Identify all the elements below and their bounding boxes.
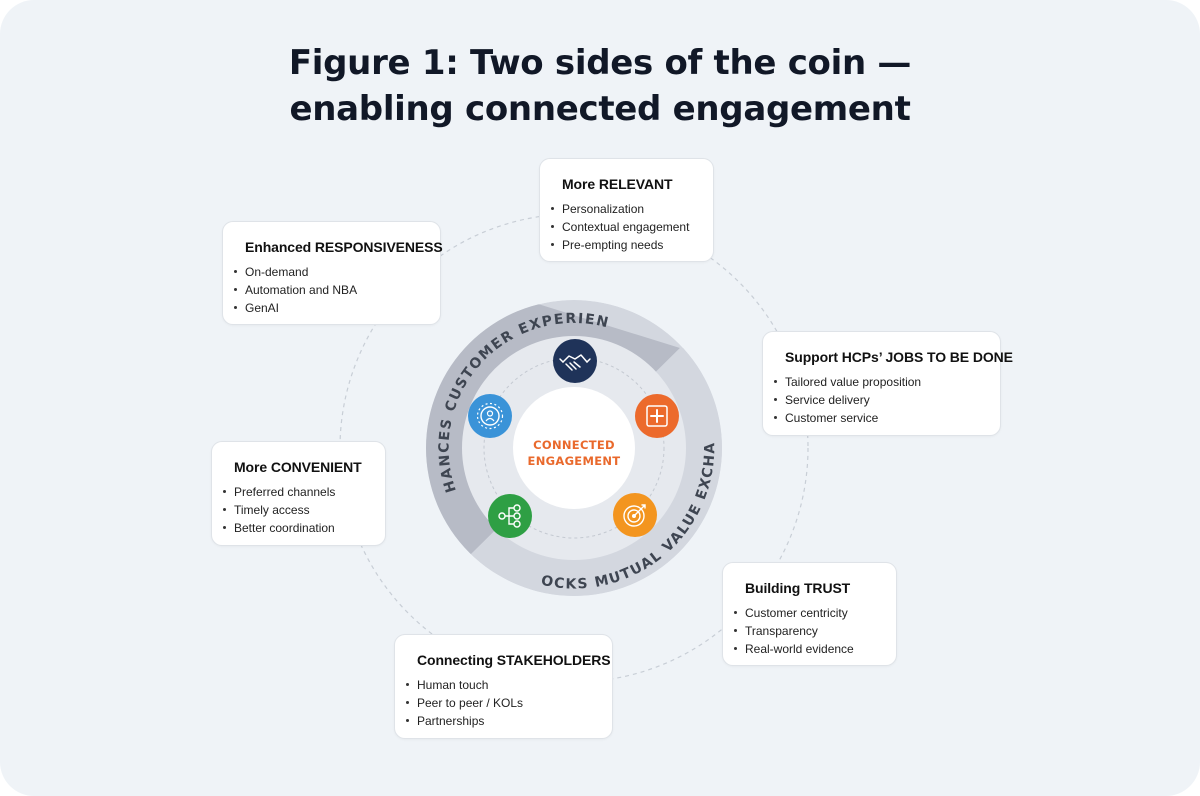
card-bullet: Partnerships <box>406 712 598 730</box>
card-bullet: Service delivery <box>774 391 986 409</box>
target-icon <box>613 493 657 537</box>
center-circle <box>513 387 635 509</box>
card-title: Building TRUST <box>745 580 851 596</box>
card-bullet: Better coordination <box>223 519 371 537</box>
card-title: Support HCPs’ JOBS TO BE DONE <box>785 349 1013 365</box>
figure-title: Figure 1: Two sides of the coin — enabli… <box>0 40 1200 132</box>
card-bullet: Pre-empting needs <box>551 236 699 254</box>
card-bullet: Customer centricity <box>734 604 882 622</box>
inner-orbit <box>483 357 665 539</box>
card-bullet: Tailored value proposition <box>774 373 986 391</box>
card-bullet: On-demand <box>234 263 426 281</box>
handshake-icon <box>553 339 597 383</box>
center-label-line-1: CONNECTED <box>533 438 615 452</box>
figure-title-line-2: enabling connected engagement <box>289 89 911 129</box>
card-bullet: Peer to peer / KOLs <box>406 694 598 712</box>
center-label-line-2: ENGAGEMENT <box>527 454 621 468</box>
card-title: More RELEVANT <box>562 176 673 192</box>
figure-title-line-1: Figure 1: Two sides of the coin — <box>288 43 912 83</box>
card-bullet: Automation and NBA <box>234 281 426 299</box>
card-bullet: Real-world evidence <box>734 640 882 658</box>
card-bullet: Contextual engagement <box>551 218 699 236</box>
card-bullet: Human touch <box>406 676 598 694</box>
card-title: Enhanced RESPONSIVENESS <box>245 239 443 255</box>
card-jobs-to-be-done: Support HCPs’ JOBS TO BE DONE Tailored v… <box>762 331 1013 436</box>
card-bullet: Personalization <box>551 200 699 218</box>
card-bullet: GenAI <box>234 299 426 317</box>
card-bullet: Timely access <box>223 501 371 519</box>
card-title: Connecting STAKEHOLDERS <box>417 652 611 668</box>
connected-engagement-label: CONNECTED ENGAGEMENT <box>514 437 634 469</box>
card-bullet: Customer service <box>774 409 986 427</box>
card-more-relevant: More RELEVANT Personalization Contextual… <box>539 158 714 262</box>
ai-chip-icon <box>468 394 512 438</box>
outer-orbit <box>339 213 809 683</box>
card-more-convenient: More CONVENIENT Preferred channels Timel… <box>211 441 386 546</box>
network-nodes-icon <box>488 494 532 538</box>
card-enhanced-responsiveness: Enhanced RESPONSIVENESS On-demand Automa… <box>222 221 443 325</box>
card-connecting-stakeholders: Connecting STAKEHOLDERS Human touch Peer… <box>394 634 613 739</box>
card-bullet: Preferred channels <box>223 483 371 501</box>
card-title: More CONVENIENT <box>234 459 362 475</box>
card-bullet: Transparency <box>734 622 882 640</box>
medical-cross-icon <box>635 394 679 438</box>
card-building-trust: Building TRUST Customer centricity Trans… <box>722 562 897 666</box>
